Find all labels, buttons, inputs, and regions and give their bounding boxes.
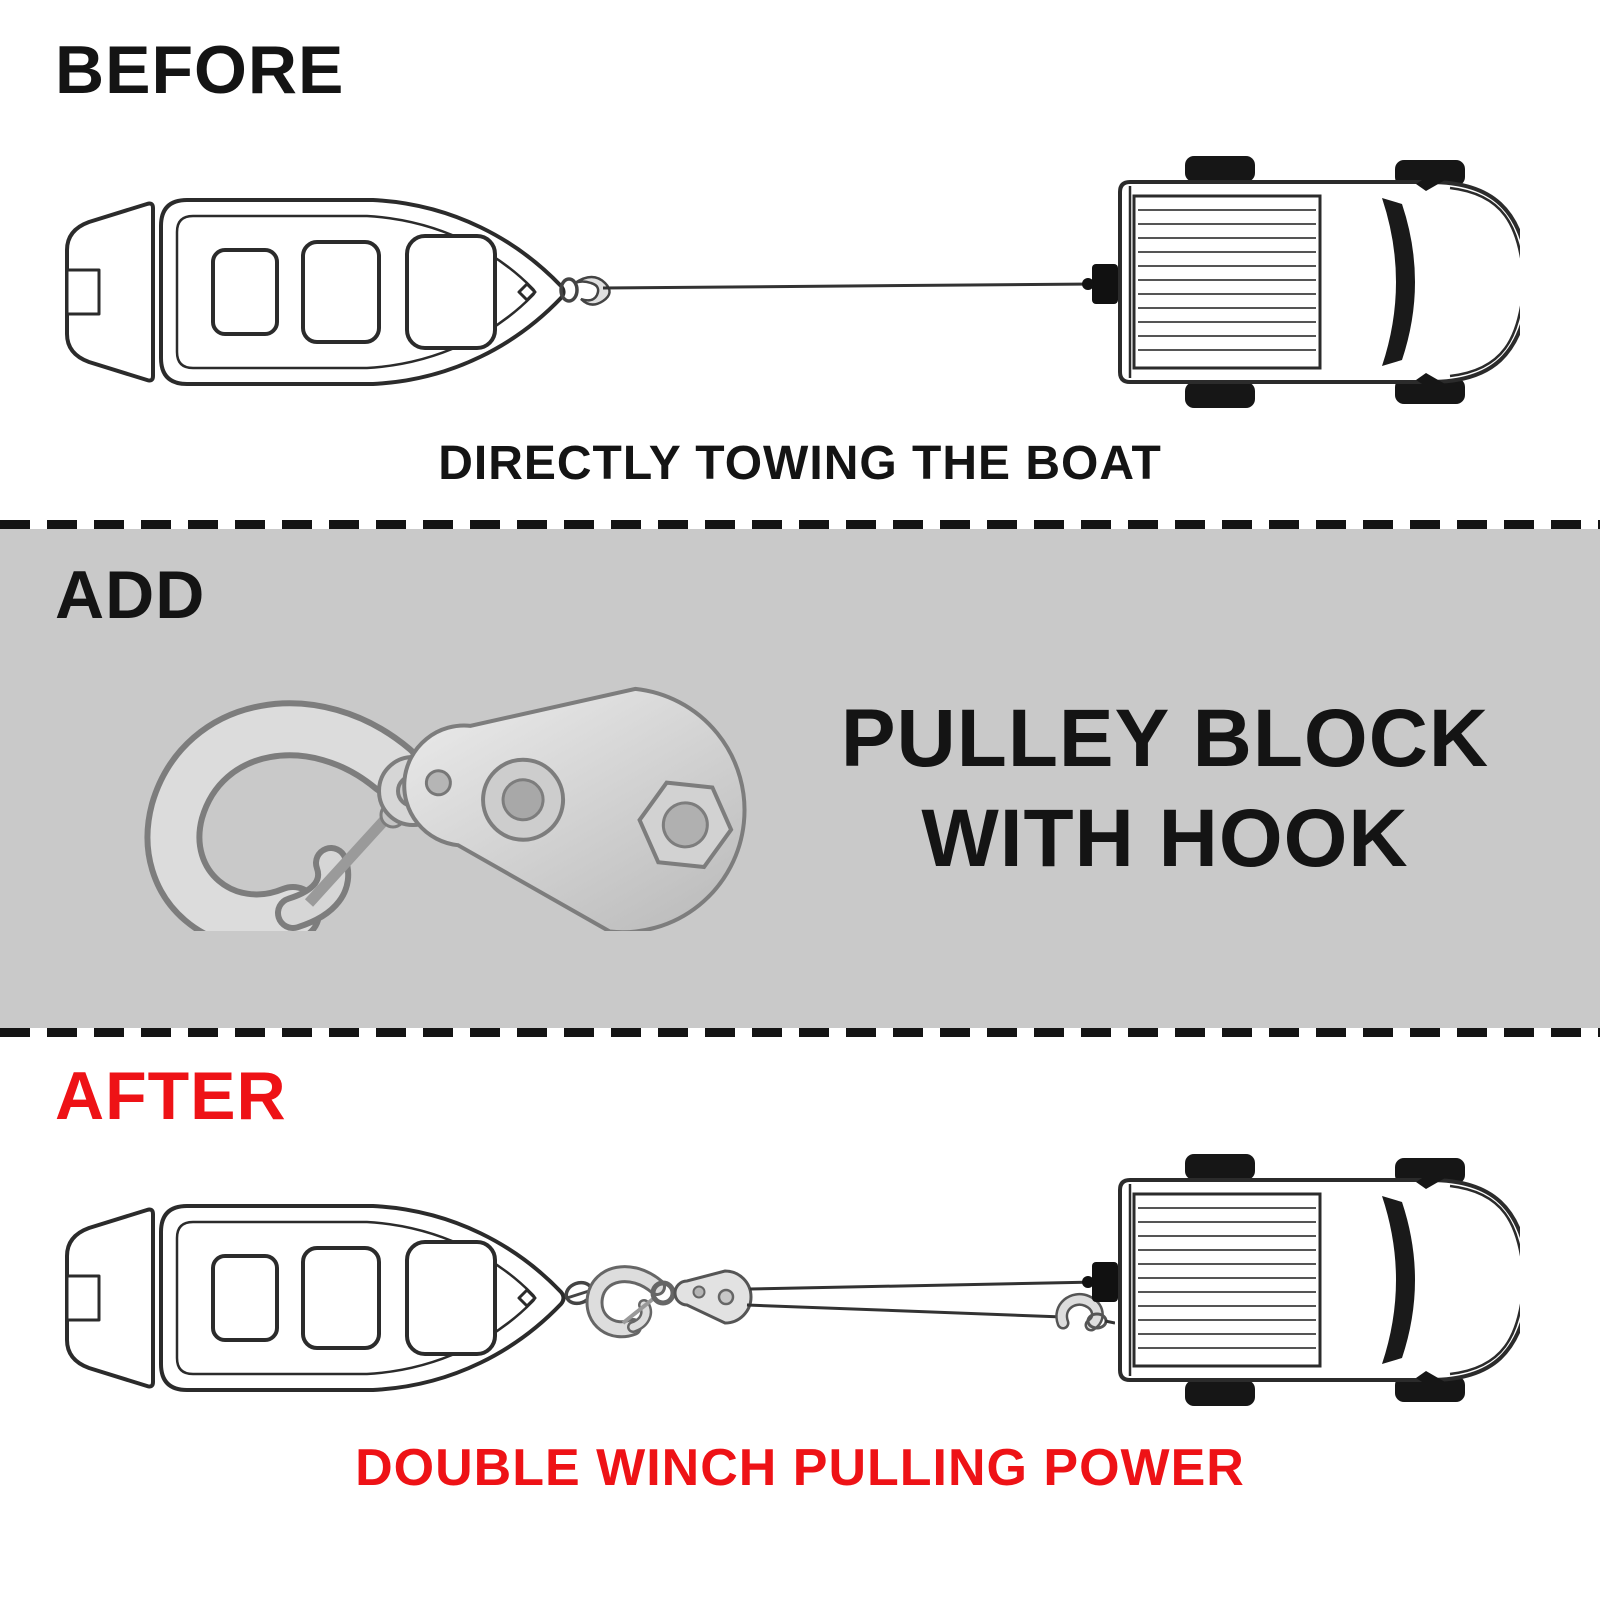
pickup-truck-top-view-icon: [1082, 1154, 1520, 1406]
safety-latch: [621, 1297, 655, 1325]
side-mirror-icon: [1416, 167, 1452, 191]
product-label: PULLEY BLOCK WITH HOOK: [805, 689, 1525, 889]
pickup-truck-top-view-icon: [1082, 156, 1520, 408]
boat-seat: [301, 240, 381, 344]
after-caption: DOUBLE WINCH PULLING POWER: [355, 1439, 1245, 1497]
cable-lower: [746, 1303, 1064, 1319]
dashed-divider: [0, 520, 1600, 529]
hook-icon: [585, 1265, 676, 1339]
outboard-motor: [65, 201, 155, 383]
cable-hook-icon: [574, 275, 611, 306]
safety-latch: [304, 809, 396, 907]
winch-knob: [1082, 1276, 1094, 1288]
winch-box: [1092, 1262, 1118, 1302]
dashed-divider: [0, 1028, 1600, 1037]
motor-notch: [65, 268, 101, 316]
wheels: [1185, 156, 1465, 408]
cable: [602, 282, 1096, 290]
outboard-motor: [65, 1207, 155, 1389]
boat-seat: [211, 1254, 279, 1342]
bed-slats: [1138, 209, 1316, 351]
boat-top-view-icon: [65, 1204, 566, 1392]
wheels: [1185, 1154, 1465, 1406]
boat-seat: [301, 1246, 381, 1350]
add-title: ADD: [55, 557, 206, 633]
hood-line: [1449, 186, 1520, 378]
side-mirror-icon: [1416, 1165, 1452, 1189]
after-section: AFTER: [0, 1038, 1600, 1600]
hood-line: [1449, 1184, 1520, 1376]
pulley-block-icon: [673, 1269, 753, 1325]
pulley-plate: [402, 686, 747, 931]
boat-seat: [405, 234, 497, 350]
cable-upper: [749, 1280, 1098, 1291]
shackle-link: [566, 1289, 590, 1300]
boat-seat: [211, 248, 279, 336]
boat-seat: [405, 1240, 497, 1356]
bow-eyelet: [517, 282, 537, 302]
winch-box: [1092, 264, 1118, 304]
motor-notch: [65, 1274, 101, 1322]
product-label-line1: PULLEY BLOCK: [840, 693, 1490, 784]
shackle-icon: [559, 277, 579, 303]
windshield: [1382, 198, 1415, 366]
pulley-block-with-hook-photo: [144, 686, 747, 931]
truck-bed: [1132, 1192, 1322, 1368]
after-title: AFTER: [55, 1058, 287, 1134]
hook-pin: [424, 769, 452, 797]
bow-eyelet: [517, 1288, 537, 1308]
side-mirror-icon: [1416, 1371, 1452, 1395]
winch-cable-line: [559, 275, 1096, 306]
add-section: ADD: [0, 529, 1600, 1028]
truck-bed: [1132, 194, 1322, 370]
before-section: BEFORE: [0, 0, 1600, 520]
product-label-line2: WITH HOOK: [921, 793, 1409, 885]
hook-icon: [144, 700, 449, 931]
boat-top-view-icon: [65, 198, 566, 386]
winch-knob: [1082, 278, 1094, 290]
bed-slats: [1138, 1207, 1316, 1349]
anchor-hook-icon: [1055, 1293, 1115, 1332]
doubled-cable-pulley-rigging: [564, 1265, 1115, 1339]
hook-eye: [650, 1280, 676, 1306]
before-title: BEFORE: [55, 32, 345, 108]
side-mirror-icon: [1416, 373, 1452, 397]
before-caption: DIRECTLY TOWING THE BOAT: [438, 437, 1162, 490]
windshield: [1382, 1196, 1415, 1364]
